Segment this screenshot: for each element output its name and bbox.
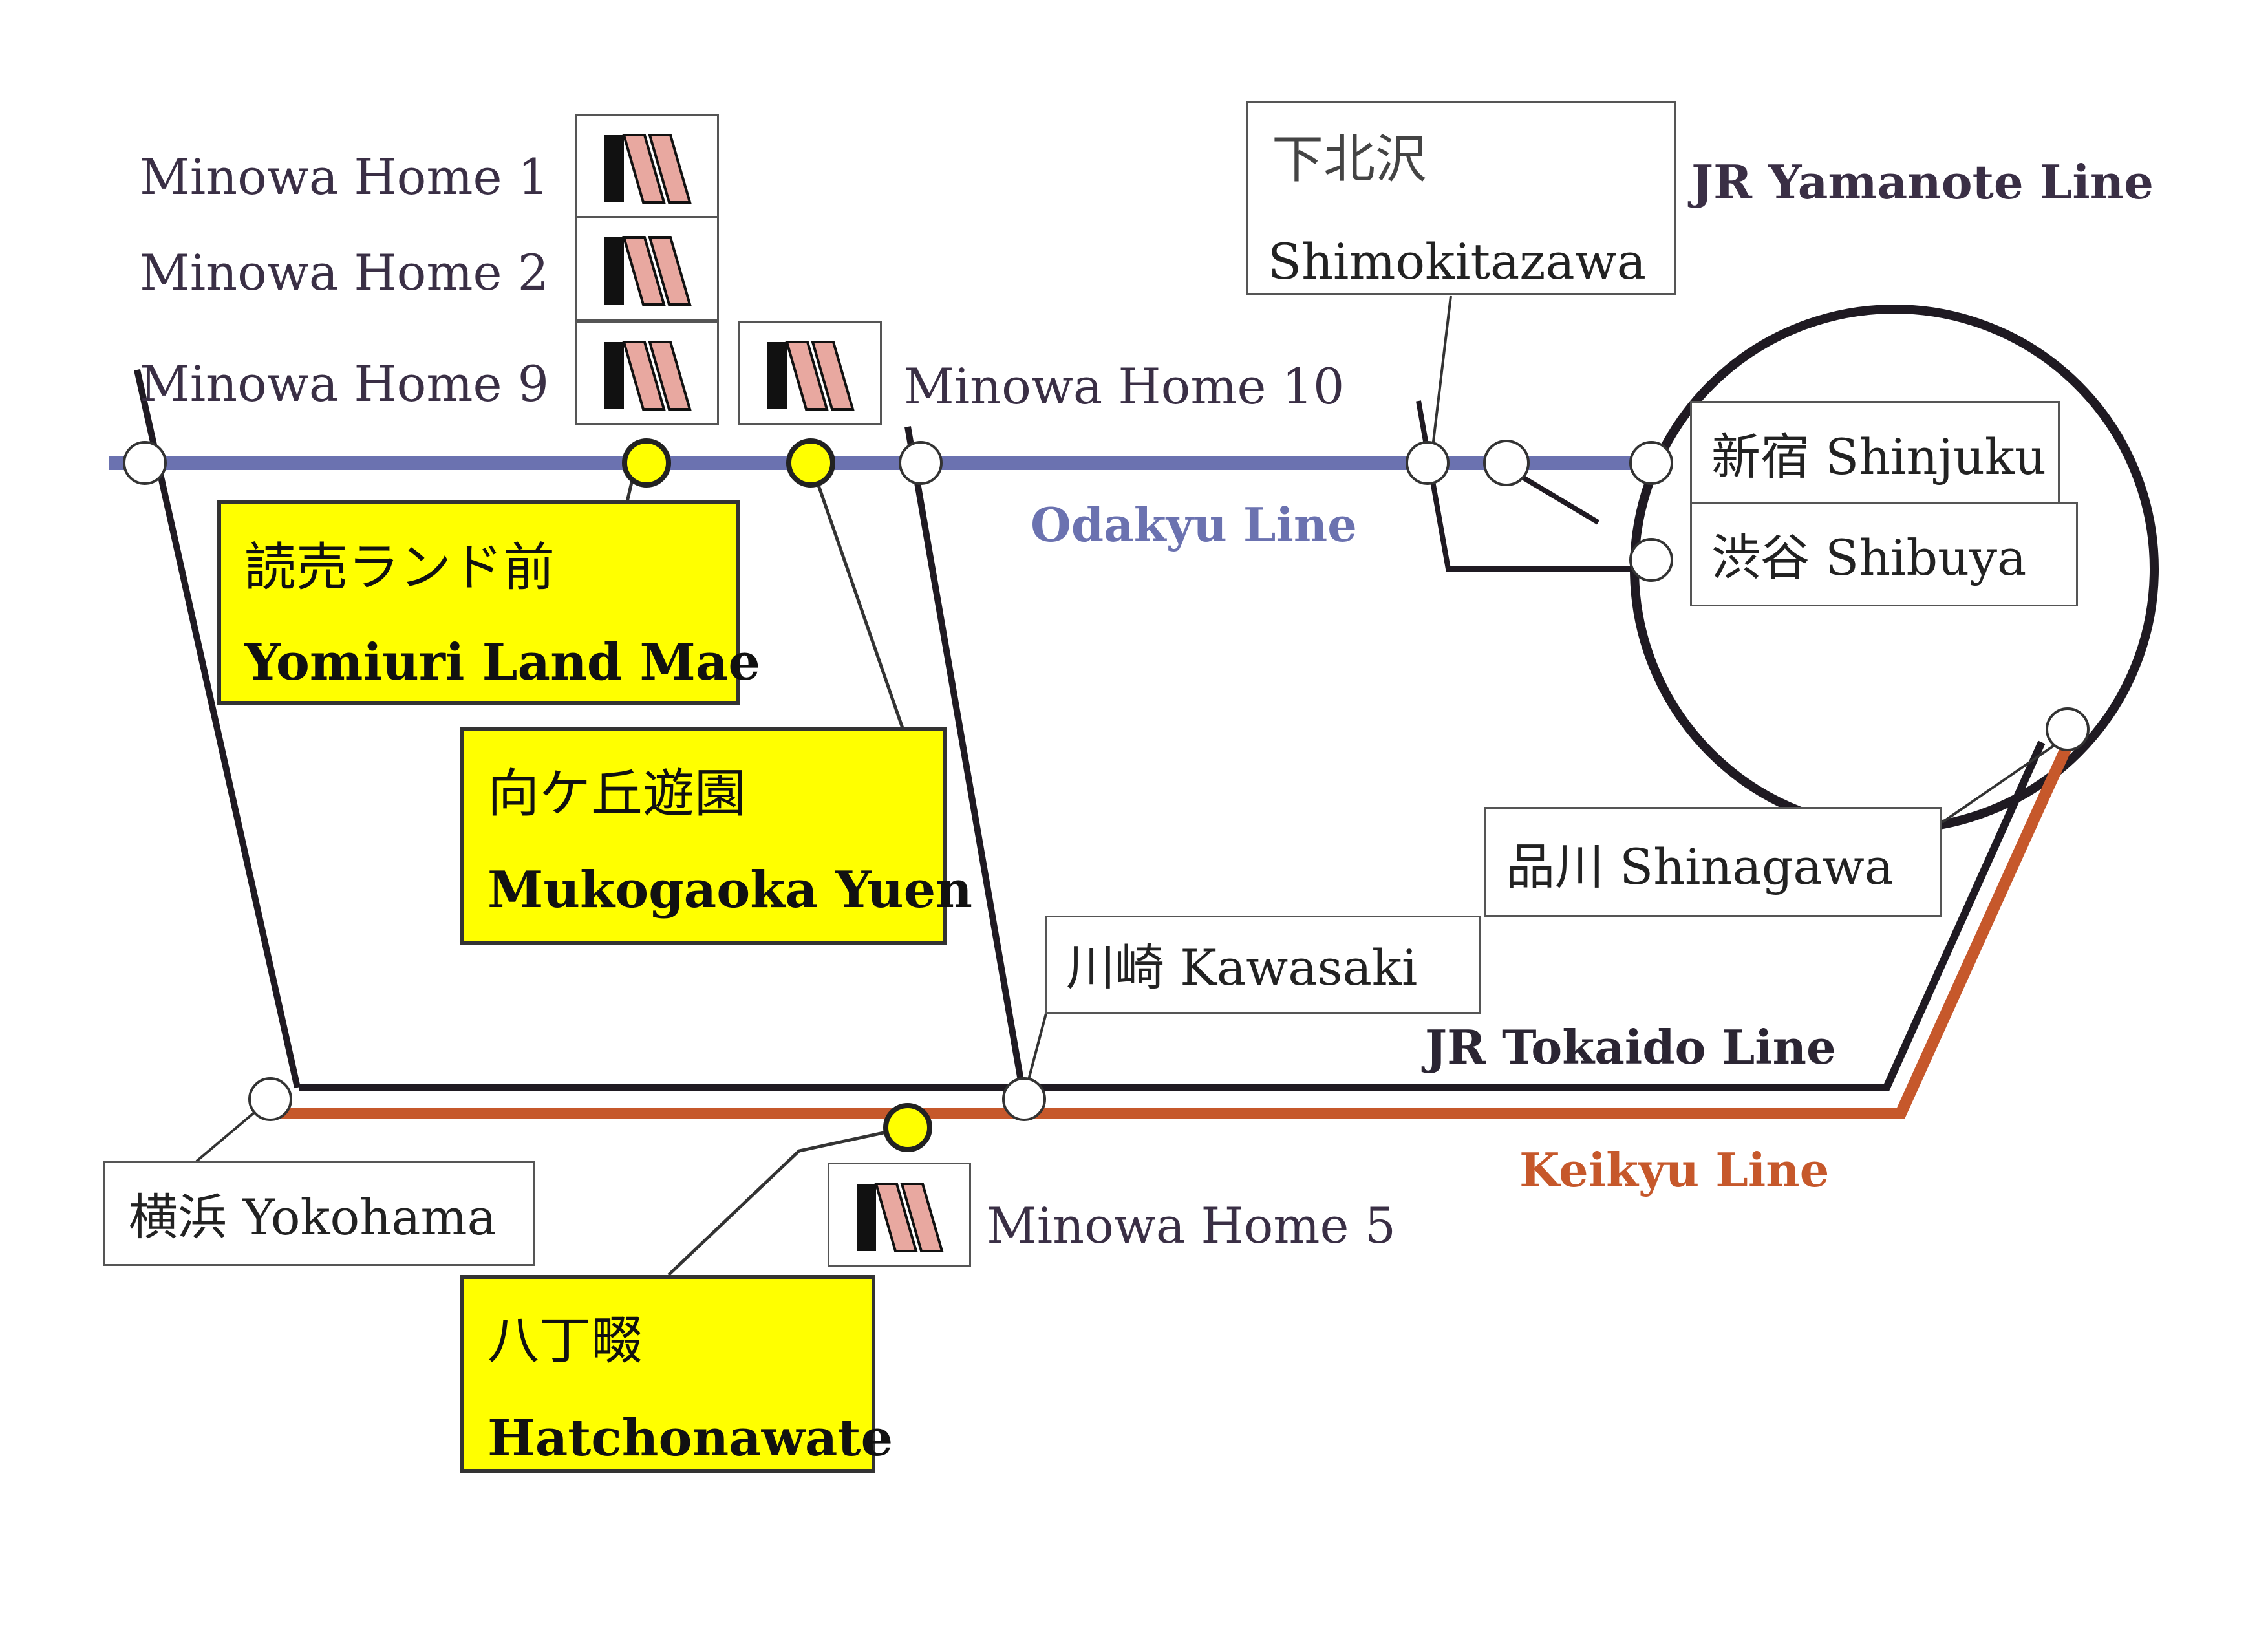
- station-box-hatchonawate: 八丁畷 Hatchonawate: [460, 1275, 893, 1473]
- home-station-dot-yomiuri: [622, 438, 671, 488]
- station-dot-odakyu-west: [123, 441, 167, 485]
- station-dot-odakyu-middle: [899, 441, 943, 485]
- leader-mukogaoka: [809, 462, 904, 729]
- home-station-dot-mukogaoka: [786, 438, 835, 488]
- home-1-logo: [575, 114, 719, 219]
- station-label-shinjuku: 新宿 Shinjuku: [1711, 428, 2046, 486]
- line-label-keikyu: Keikyu Line: [1519, 1142, 1830, 1197]
- station-box-shinagawa: 品川 Shinagawa: [1484, 807, 1942, 917]
- leader-hatchonawate: [667, 1126, 908, 1276]
- station-en-hatchonawate: Hatchonawate: [487, 1409, 893, 1468]
- station-jp-shimokitazawa: 下北沢: [1272, 129, 1427, 189]
- home-10-logo: [738, 321, 882, 425]
- line-label-yamanote: JR Yamanote Line: [1691, 155, 2154, 209]
- home-station-dot-hatchonawate: [883, 1103, 932, 1152]
- station-label-shinagawa: 品川 Shinagawa: [1506, 838, 1894, 895]
- minowa-m-logo-icon: [767, 341, 855, 411]
- station-box-kawasaki: 川崎 Kawasaki: [1045, 916, 1481, 1014]
- station-dot-yokohama: [248, 1077, 292, 1121]
- station-box-shibuya: 渋谷 Shibuya: [1690, 502, 2078, 606]
- tokaido-line: [299, 740, 2046, 1091]
- leader-shinagawa: [1941, 736, 2068, 824]
- minowa-m-logo-icon: [604, 341, 692, 411]
- minowa-m-logo-icon: [604, 134, 692, 204]
- branch-line-west: [134, 369, 301, 1089]
- station-box-yomiuri: 読売ランド前 Yomiuri Land Mae: [217, 500, 760, 705]
- line-label-odakyu: Odakyu Line: [1031, 497, 1357, 552]
- home-1-label: Minowa Home 1: [140, 148, 549, 206]
- minowa-m-logo-icon: [857, 1183, 944, 1252]
- home-9-label: Minowa Home 9: [140, 355, 549, 412]
- station-dot-shimokitazawa: [1406, 441, 1450, 485]
- station-en-shimokitazawa: Shimokitazawa: [1268, 233, 1647, 290]
- station-dot-shinjuku: [1629, 441, 1673, 485]
- home-2-label: Minowa Home 2: [140, 244, 549, 301]
- home-5-label: Minowa Home 5: [987, 1197, 1396, 1254]
- station-dot-shinagawa: [2046, 707, 2090, 751]
- station-box-shinjuku: 新宿 Shinjuku: [1690, 401, 2060, 504]
- home-5-logo: [828, 1162, 971, 1267]
- station-jp-yomiuri: 読売ランド前: [244, 537, 555, 597]
- branch-line-middle: [904, 426, 1027, 1100]
- station-en-yomiuri: Yomiuri Land Mae: [244, 633, 760, 692]
- station-jp-hatchonawate: 八丁畷: [487, 1311, 643, 1371]
- station-jp-mukogaoka: 向ケ丘遊園: [487, 764, 746, 824]
- minowa-m-logo-icon: [604, 236, 692, 306]
- station-label-kawasaki: 川崎 Kawasaki: [1066, 939, 1418, 996]
- home-2-logo: [575, 216, 719, 321]
- station-box-yokohama: 横浜 Yokohama: [103, 1161, 535, 1266]
- station-box-mukogaoka: 向ケ丘遊園 Mukogaoka Yuen: [460, 727, 972, 945]
- station-dot-shibuya: [1629, 538, 1673, 582]
- station-en-mukogaoka: Mukogaoka Yuen: [487, 861, 972, 919]
- keikyu-line: [270, 742, 2073, 1119]
- station-box-shimokitazawa: 下北沢 Shimokitazawa: [1246, 101, 1676, 295]
- home-9-logo: [575, 321, 719, 425]
- leader-shimokitazawa: [1430, 295, 1452, 458]
- home-10-label: Minowa Home 10: [904, 358, 1345, 415]
- line-label-tokaido: JR Tokaido Line: [1425, 1020, 1836, 1075]
- station-label-yokohama: 横浜 Yokohama: [129, 1188, 497, 1246]
- station-label-shibuya: 渋谷 Shibuya: [1711, 529, 2027, 586]
- station-dot-kawasaki: [1002, 1077, 1046, 1121]
- station-dot-odakyu-junction: [1483, 440, 1530, 486]
